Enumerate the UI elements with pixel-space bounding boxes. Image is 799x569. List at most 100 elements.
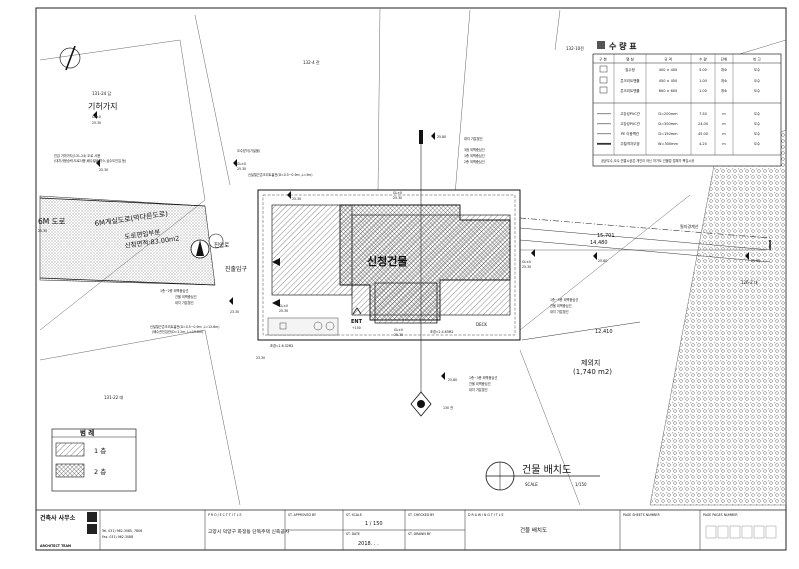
qty-row-cell: W=300mm [658, 142, 678, 146]
entrance-block [374, 282, 438, 324]
callout-5-line2: (배수관인입관(D=1.2m ,L=19.6m) [152, 329, 203, 334]
qty-row-cell: 7.50 [699, 112, 707, 116]
gl-3: GL±0 [393, 191, 402, 195]
callout-3-line1: 1층~2층 외벽중심선 [160, 288, 188, 293]
callout-4-line1: 1층~3층 외벽중심선 [469, 375, 497, 380]
north-arrow-icon [59, 45, 81, 71]
qty-row-cell: 콘크리트맨홀 [620, 88, 640, 93]
qty-row-cell: 450 × 450 [659, 79, 678, 83]
label-jeoeoji-area: (1,740 m2) [573, 368, 612, 376]
qty-row-cell: 개소 [721, 67, 728, 72]
logo-block-2 [87, 524, 97, 534]
project-title: 고양시 덕양구 화정동 단독주택 신축공사 [208, 528, 290, 535]
note-road-1: 진입 가까가지(131-24) 도로 사용 [54, 153, 100, 158]
qty-header-cell: 명 칭 [626, 57, 634, 62]
qty-row-cell: 1.00 [699, 79, 707, 83]
label-building: 신청건물 [367, 254, 407, 268]
qty-row-box-symbol [599, 65, 608, 73]
callout-2-line1: 1층~3층 외벽중심선 [550, 297, 578, 302]
compass-icon [190, 239, 210, 259]
callout-4-line3: 대지 가분할선 [469, 387, 488, 392]
scale-value-tb: 1 / 150 [365, 521, 383, 527]
legend-label-2: 2 층 [94, 467, 106, 476]
east-landscape [649, 129, 787, 506]
parcel-east: 126-2 대 [741, 279, 758, 285]
qty-row-cell: m [722, 112, 726, 116]
qty-row-cell: 집수정 [625, 67, 635, 72]
qty-row-box-symbol [599, 76, 608, 84]
callout-1-line4: 2층 외벽중심선 [464, 159, 485, 164]
company-tel: Tel. 031) 962-3085, 7806 [101, 529, 142, 533]
qty-row-cell: 오수 [754, 121, 761, 126]
legend-swatch-1 [55, 442, 85, 457]
gl-1: GL±0 [92, 115, 101, 119]
gl-5: GL±0 [394, 328, 403, 332]
qty-header-cell: 구 분 [599, 57, 607, 62]
parcel-north: 132-4 전 [303, 59, 320, 65]
scale-value: 1/150 [575, 482, 587, 487]
qty-row-cell: 오수 [754, 111, 761, 116]
qty-row-cell: 고강성PVC관 [620, 111, 641, 116]
spot-7: 25.80 [751, 259, 760, 263]
title-block: 건축사 사무소 ARCHITECT TEAM Tel. 031) 962-308… [40, 510, 777, 550]
direction-arrows [272, 258, 280, 307]
qty-row-cell: 고강성PVC관 [620, 121, 641, 126]
qty-row-cell: 콘크리트맨홀 [620, 78, 640, 83]
gl-5-value: 25.30 [394, 333, 403, 337]
dim-1: 15,701 [597, 233, 615, 239]
qty-row-cell: 24.00 [698, 122, 708, 126]
tree-1 [313, 321, 323, 331]
company-fax: Fax. 031) 962-3088 [102, 535, 133, 539]
drawing-title: 건물 배치도 SCALE 1/150 [485, 461, 600, 491]
date-label: ST. DATE [346, 532, 360, 536]
gl-6-value: 25.30 [522, 265, 531, 269]
spot-4: 23.30 [230, 310, 239, 314]
drawing-title-text: 건물 배치도 [522, 464, 571, 476]
scale-label: SCALE [525, 482, 538, 487]
gl-4-value: 25.30 [279, 309, 288, 313]
spot-8: 23.30 [256, 356, 265, 360]
legend: 범 례 1 층 2 층 [51, 428, 137, 492]
manhole-1 [279, 322, 287, 330]
qty-row-cell: 오수 [754, 141, 761, 146]
legend-swatch-2 [55, 463, 85, 478]
gl-4: GL±0 [279, 304, 288, 308]
qty-header-cell: 수 량 [699, 57, 707, 62]
qty-row-cell: 오수 [754, 131, 761, 136]
callout-1-line3: 1층 외벽중심선 [464, 153, 485, 158]
gl-1-value: 25.30 [92, 121, 101, 125]
sheet-number-boxes [705, 525, 777, 539]
sheet-number-label: PAGE SHEETS NUMBER [623, 513, 660, 517]
company-name: 건축사 사무소 [40, 514, 76, 522]
qty-title-icon [597, 41, 605, 49]
date-value: 2018. . . [358, 541, 379, 547]
page-number-label: PAGE PAGES NUMBER [703, 513, 738, 517]
road-edge-bottom [39, 277, 216, 286]
gl-2-value: 25.30 [237, 167, 246, 171]
parcel-west-2: 131-22 대 [104, 394, 123, 400]
elevation-markers [93, 111, 749, 380]
qty-header-cell: 단위 [721, 57, 728, 62]
company-sub: ARCHITECT TEAM [40, 544, 71, 548]
qty-row-cell: m [722, 132, 726, 136]
legend-title: 범 례 [80, 428, 94, 437]
qty-row-box-symbol [599, 86, 608, 94]
label-deck: DECK [476, 322, 487, 327]
logo-block-1 [87, 512, 97, 522]
label-road-6m: 6M 도로 [38, 217, 66, 226]
label-gihoga: 기허가지 [88, 102, 117, 111]
qty-row-cell: PE 이중벽관 [621, 131, 640, 136]
label-jinip-gu: 진출입구 [225, 265, 248, 273]
callout-2-line3: 대지 가분할선 [550, 309, 569, 314]
spot-5: 25.30 [292, 197, 301, 201]
qty-row-cell: D=200mm [658, 112, 678, 116]
scale-label-tb: ST. SCALE [346, 513, 362, 517]
label-ent: ENT [351, 319, 363, 325]
parcel-lines [39, 7, 787, 506]
parcel-west-1: 131-24 답 [92, 90, 111, 96]
landscape-label: 조경=2.4.63M2 [430, 329, 453, 334]
entrance-arrow-icon [352, 307, 362, 315]
spot-6: 25.80 [598, 259, 607, 263]
